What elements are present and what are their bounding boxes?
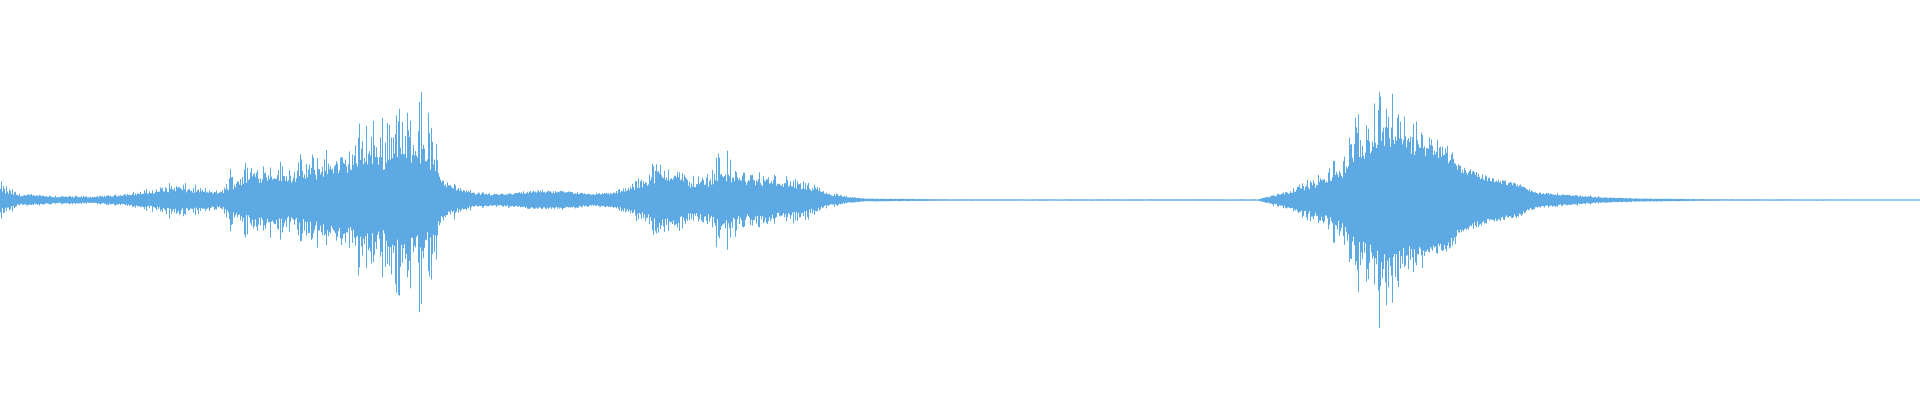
waveform-samples bbox=[0, 91, 1920, 328]
waveform-path bbox=[0, 91, 1920, 328]
